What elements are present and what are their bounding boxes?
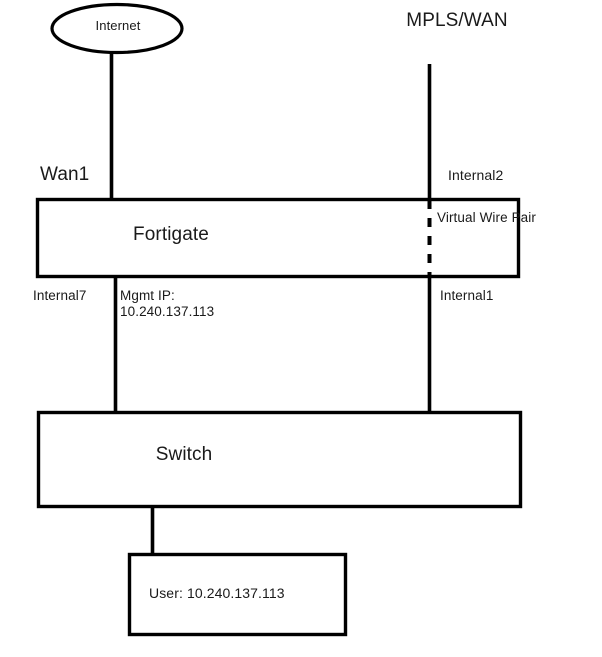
user-box-shape[interactable]	[127, 552, 348, 637]
interface-label-internal7: Internal7	[33, 288, 87, 303]
internet-cloud-shape[interactable]	[50, 2, 184, 55]
mpls-wan-node-label: MPLS/WAN	[406, 10, 508, 31]
interface-label-wan1: Wan1	[40, 164, 90, 185]
interface-label-internal1: Internal1	[440, 288, 494, 303]
switch-node-label: Switch	[155, 444, 213, 465]
mgmt-ip-label: Mgmt IP: 10.240.137.113	[120, 288, 215, 320]
virtual-wire-pair-label: Virtual Wire Pair	[437, 210, 536, 225]
fortigate-node-label: Fortigate	[133, 224, 209, 245]
switch-box-shape[interactable]	[36, 410, 523, 509]
internet-node-label: Internet	[95, 18, 141, 33]
user-node-label: User: 10.240.137.113	[149, 585, 285, 601]
fortigate-box-shape[interactable]	[35, 197, 521, 279]
interface-label-internal2: Internal2	[448, 167, 504, 183]
